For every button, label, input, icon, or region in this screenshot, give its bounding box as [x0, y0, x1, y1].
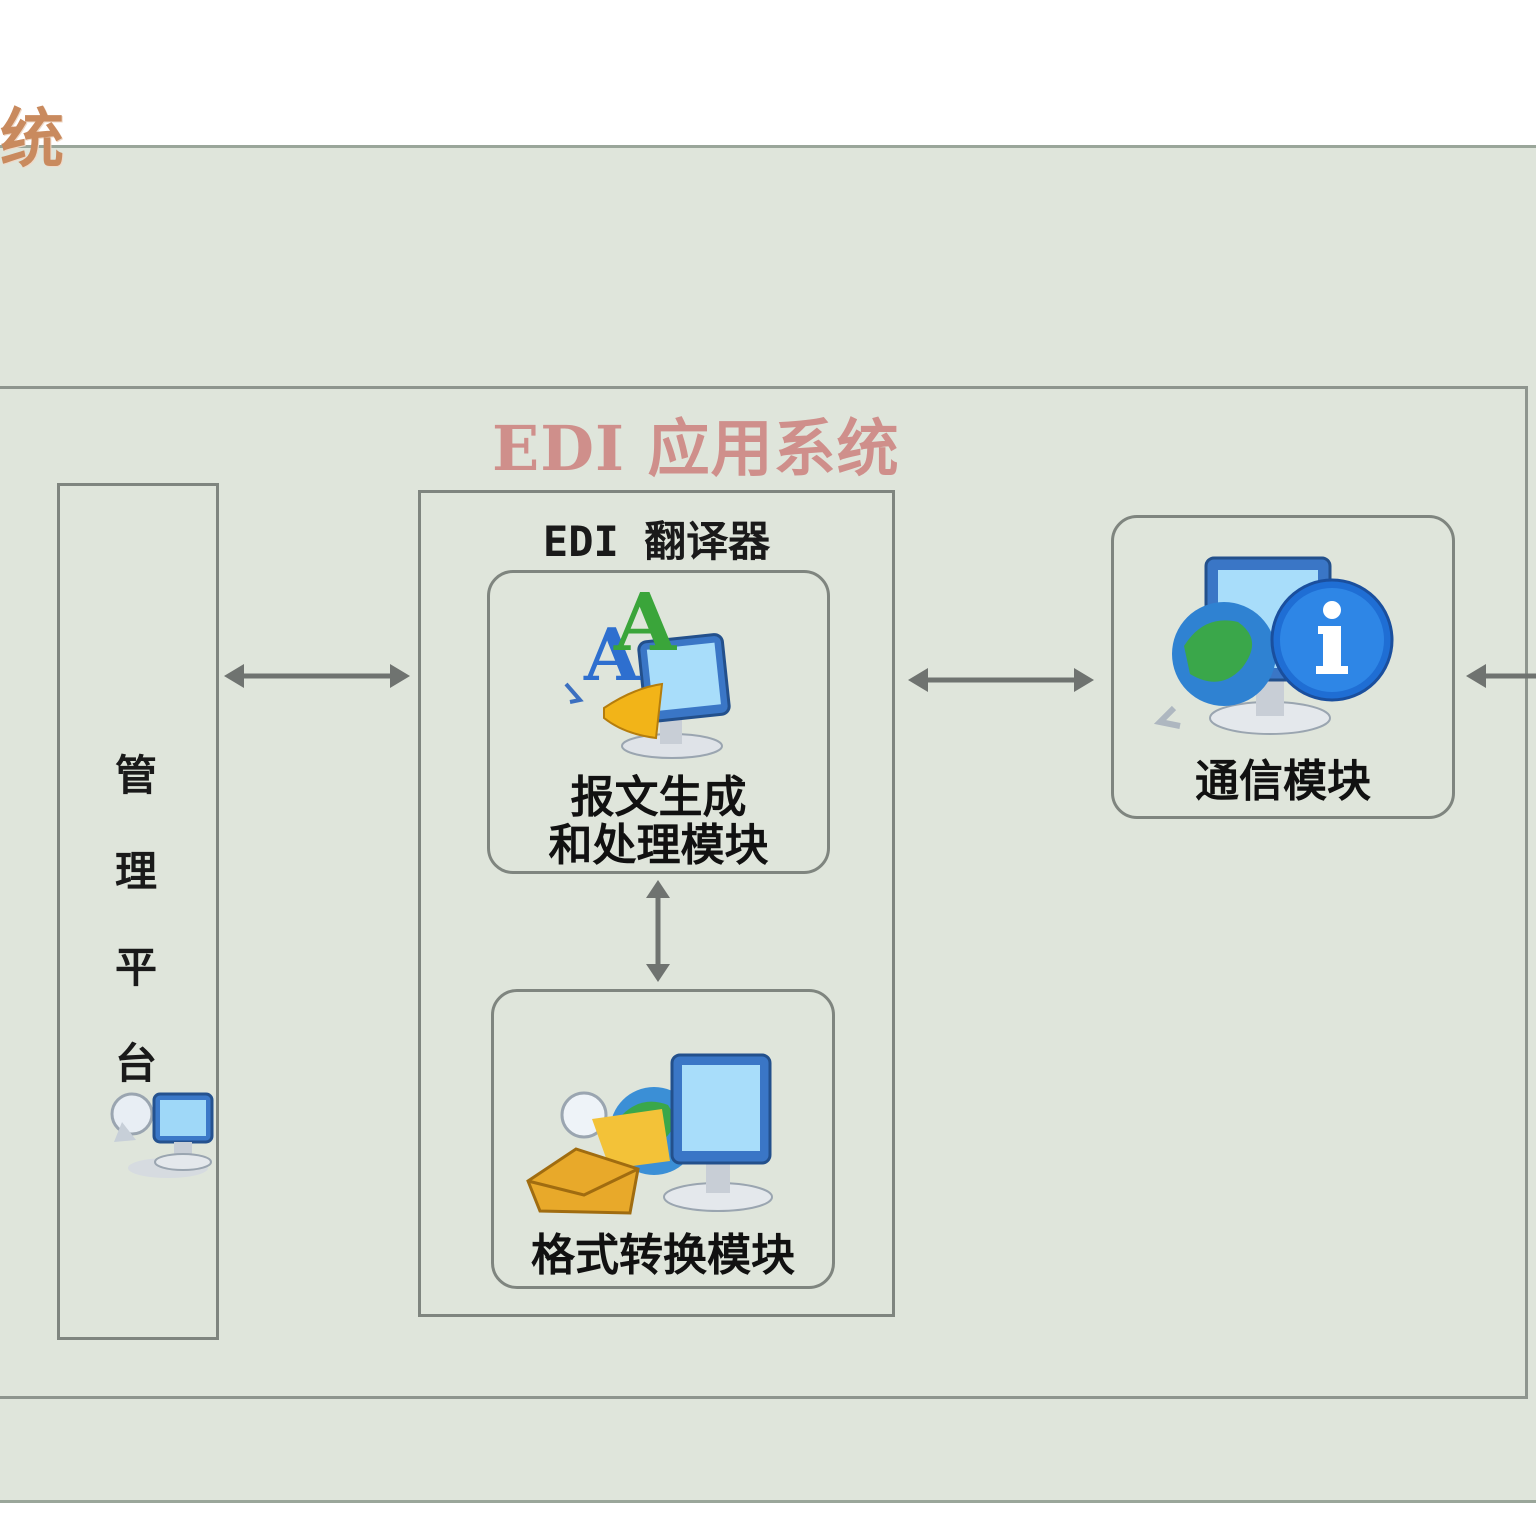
management-computer-icon	[110, 1092, 214, 1178]
arrow-communication-external	[1466, 664, 1536, 688]
edi-translator-label: EDI 翻译器	[542, 517, 771, 566]
svg-text:A: A	[613, 575, 677, 669]
edi-application-system-title: EDI 应用系统	[492, 412, 900, 485]
arrow-management-translator	[224, 664, 410, 688]
arrow-message-format-modules	[646, 880, 670, 982]
translate-computer-icon: A A	[564, 575, 731, 759]
outer-system-title: 统	[0, 102, 66, 177]
message-processing-module	[487, 570, 830, 874]
edi-translator-box	[418, 490, 895, 1317]
mail-globe-computer-icon	[526, 1053, 773, 1215]
management-platform-box	[57, 483, 219, 1340]
communication-module-label: 通信模块	[1195, 756, 1371, 807]
communication-module	[1111, 515, 1455, 819]
format-conversion-module-label: 格式转换模块	[531, 1230, 795, 1281]
management-platform-label: 管理平台	[114, 751, 157, 1088]
arrow-translator-communication	[908, 668, 1094, 692]
edi-application-system-panel	[0, 386, 1528, 1399]
globe-info-computer-icon	[1153, 556, 1394, 735]
svg-text:A: A	[583, 612, 641, 697]
outer-system-panel	[0, 145, 1536, 1503]
format-conversion-module	[491, 989, 835, 1289]
message-processing-module-label: 报文生成 和处理模块	[548, 772, 769, 871]
